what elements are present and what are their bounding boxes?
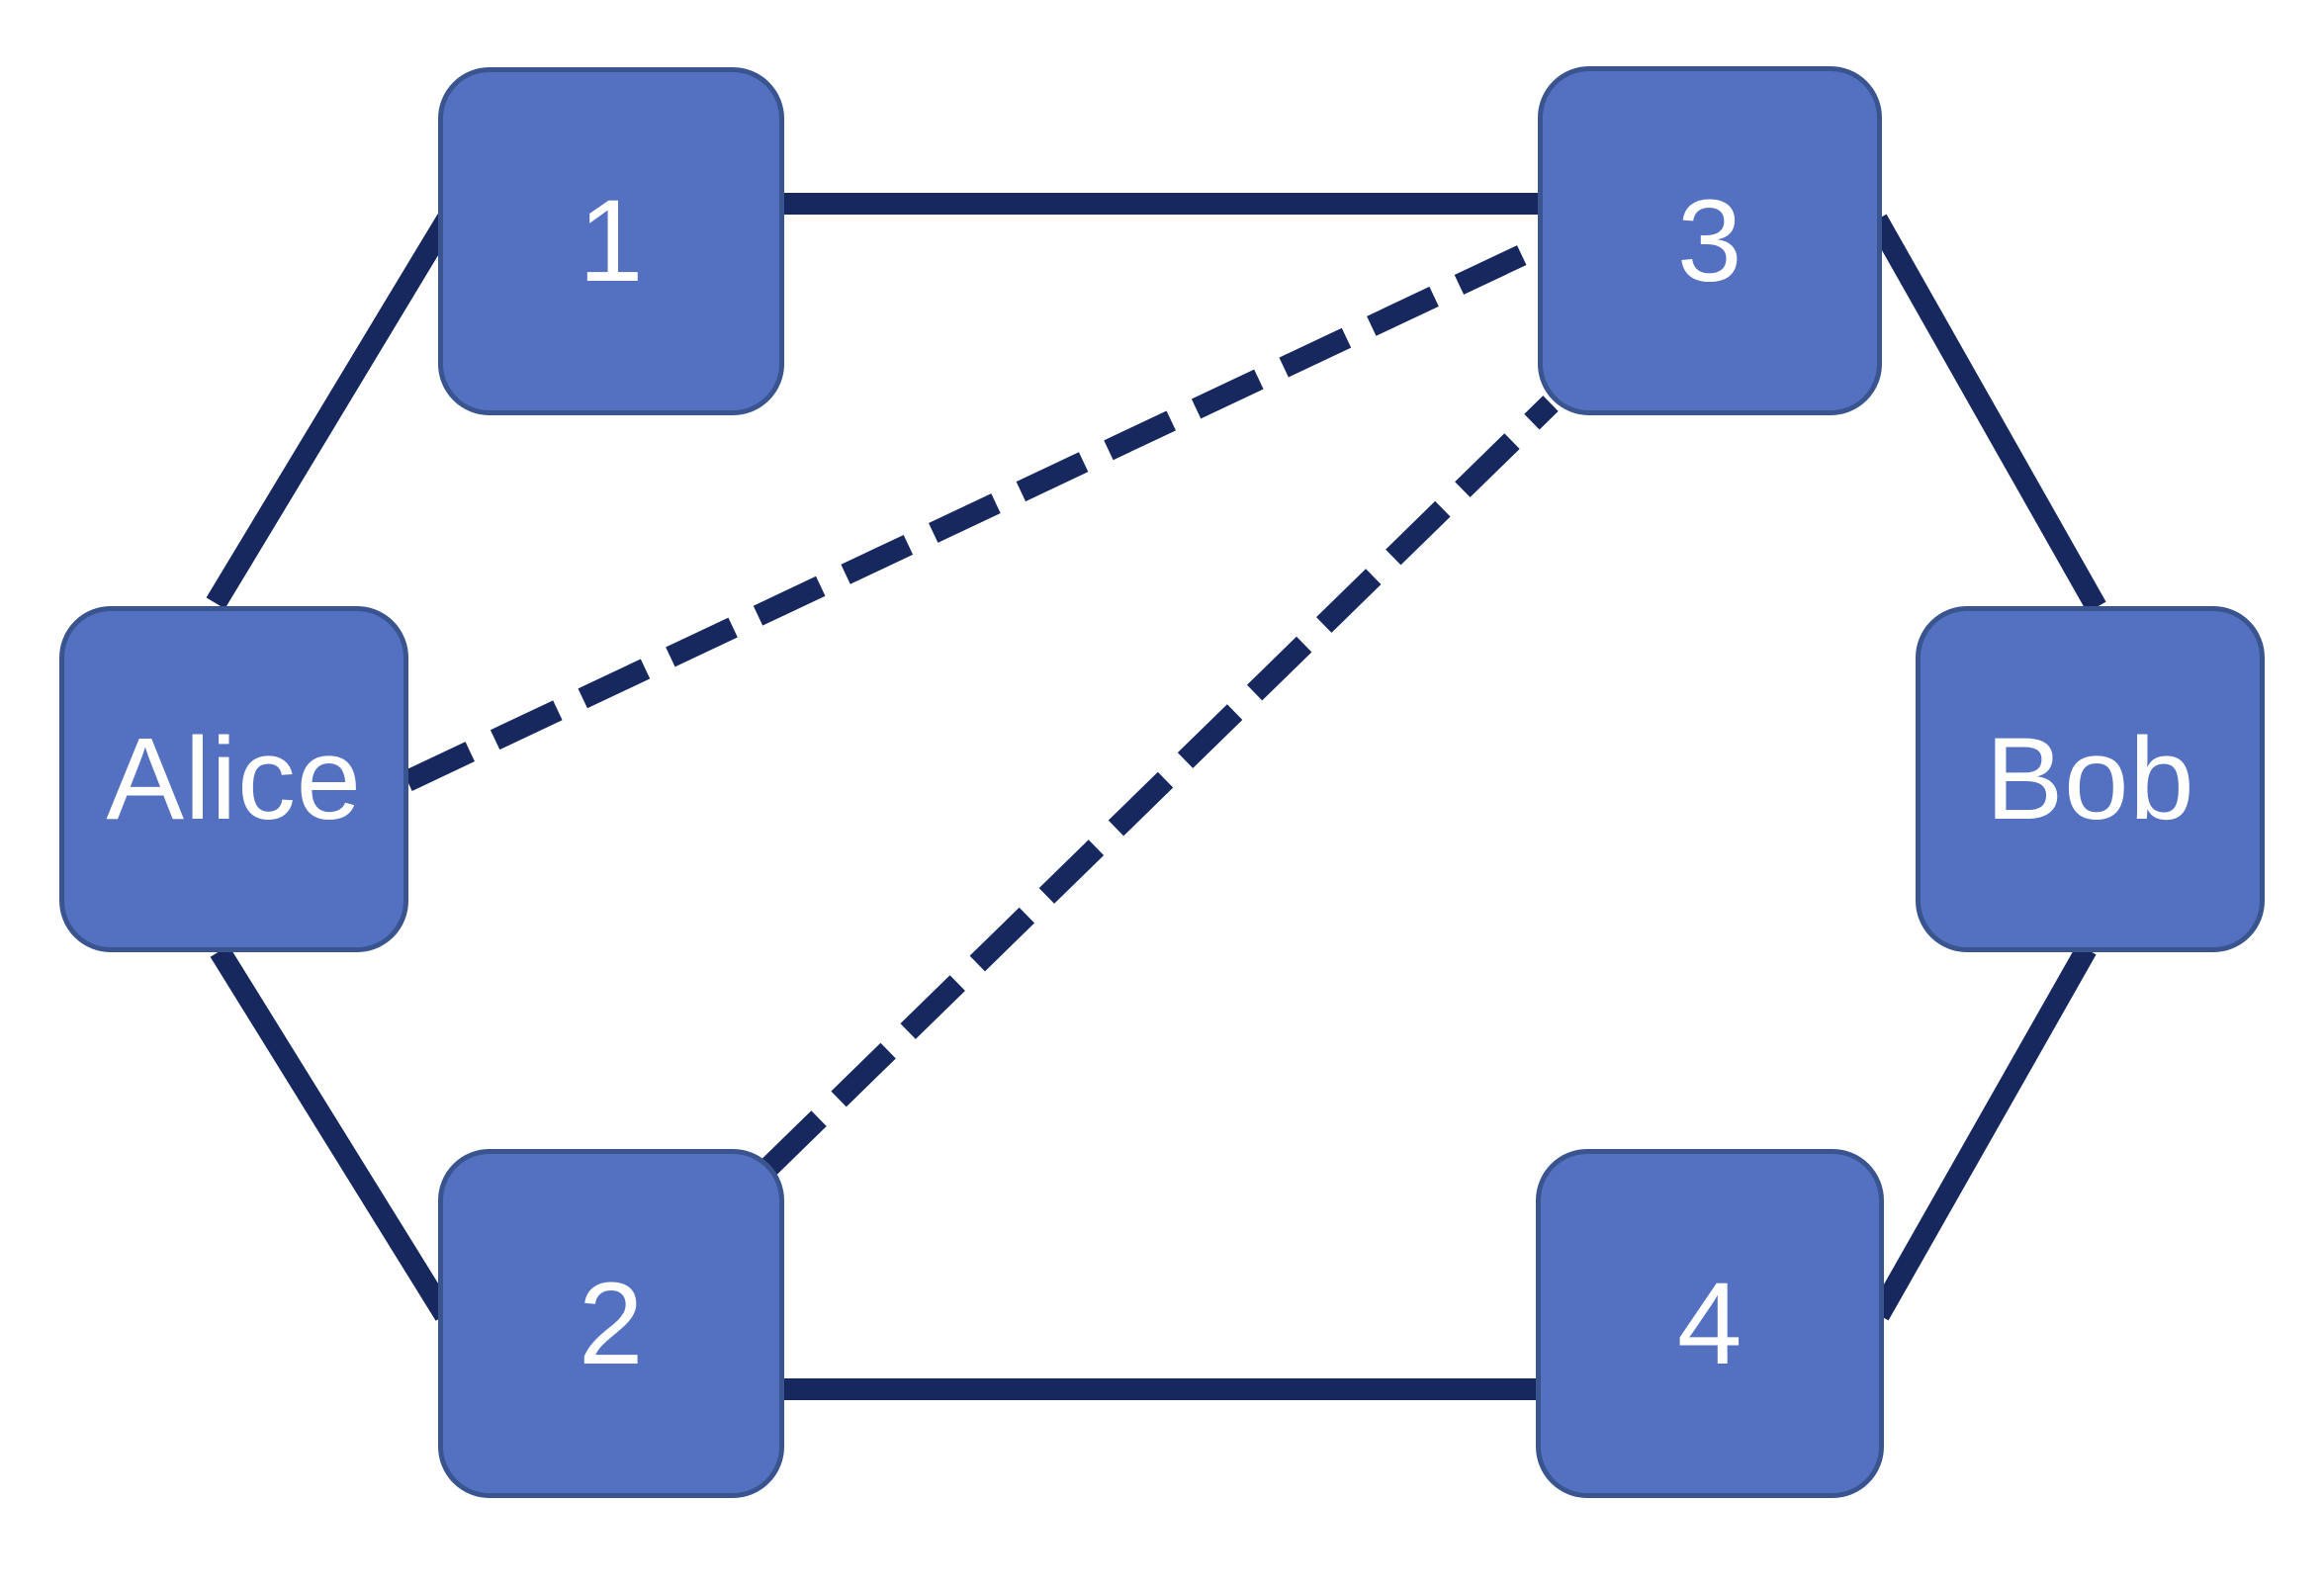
node-bob[interactable]: Bob [1916, 606, 2265, 952]
node-label-bob: Bob [1985, 714, 2195, 844]
edge-n2-n3[interactable] [761, 396, 1559, 1175]
node-n3[interactable]: 3 [1538, 66, 1882, 415]
node-alice[interactable]: Alice [59, 606, 408, 952]
node-label-n1: 1 [578, 176, 645, 307]
node-n1[interactable]: 1 [438, 67, 784, 415]
edge-alice-n3[interactable] [402, 235, 1548, 791]
node-label-alice: Alice [106, 714, 362, 844]
node-n4[interactable]: 4 [1536, 1149, 1884, 1498]
edge-n3-bob[interactable] [1867, 214, 2106, 613]
node-label-n2: 2 [578, 1258, 645, 1389]
node-n2[interactable]: 2 [438, 1149, 784, 1498]
edge-bob-n4[interactable] [1869, 943, 2097, 1321]
node-label-n4: 4 [1676, 1258, 1743, 1389]
edge-n2-alice[interactable] [210, 945, 455, 1321]
edge-alice-n1[interactable] [206, 214, 457, 609]
node-label-n3: 3 [1676, 175, 1743, 307]
